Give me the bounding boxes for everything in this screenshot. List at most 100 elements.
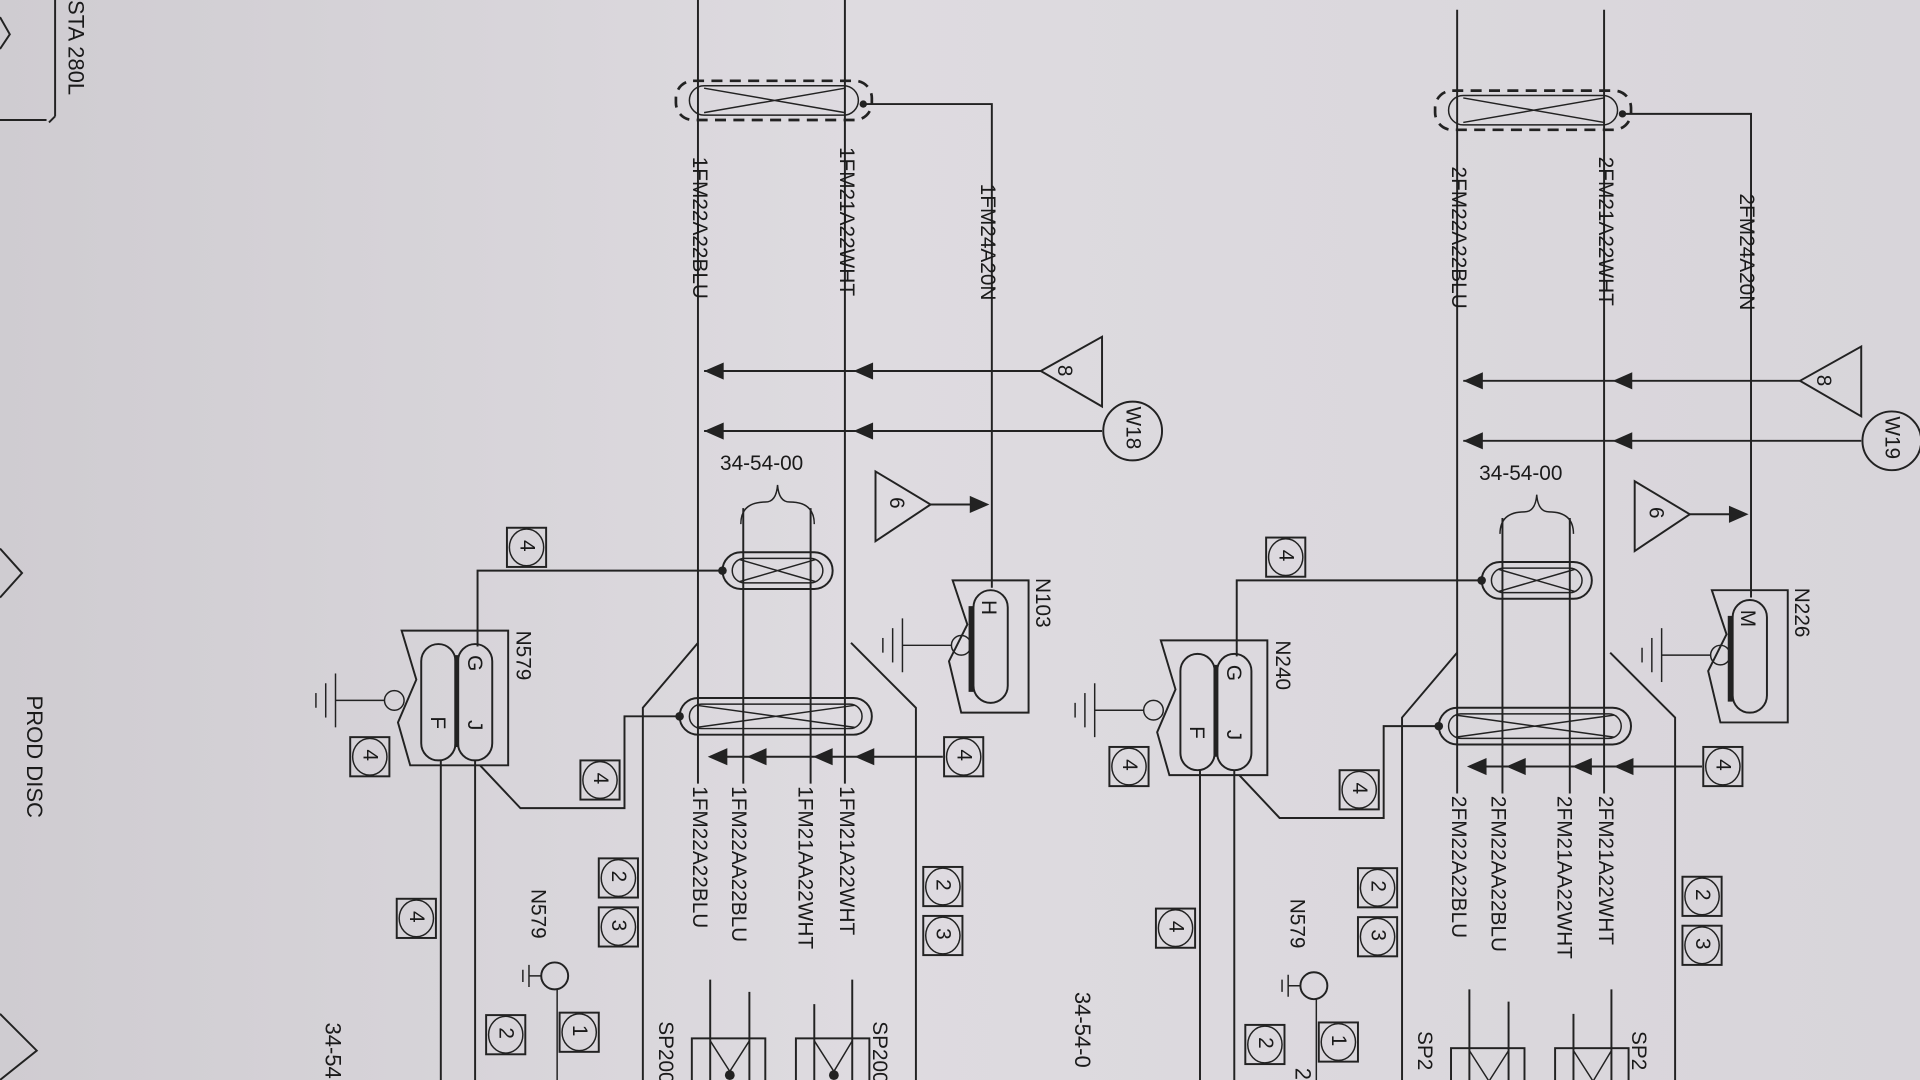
note-3: 3: [1356, 916, 1399, 958]
arrowhead: [704, 362, 724, 380]
note-4-text: 4: [405, 911, 428, 923]
note-4-text: 4: [953, 749, 976, 761]
note-2-text: 2: [495, 1027, 518, 1039]
pin-g: G: [463, 655, 486, 671]
bottom-shield: [1434, 706, 1633, 746]
pin-g: G: [1222, 665, 1245, 681]
note-2-text: 2: [1254, 1037, 1277, 1049]
splice-right-label: SP200: [868, 1021, 891, 1080]
splice-left: [1450, 1047, 1526, 1080]
circle-ref-text: W19: [1881, 416, 1904, 459]
note-4: 4: [395, 897, 437, 939]
arrowhead: [704, 422, 724, 440]
wire-label-bottom-2: 1FM21AA22WHT: [793, 786, 816, 949]
triangle-6-text: 6: [885, 497, 908, 509]
ground-stud-icon: [522, 961, 570, 1080]
circle-ref: W19: [1861, 410, 1920, 472]
note-3: 3: [597, 906, 639, 948]
wire-label-bottom-2: 2FM21AA22WHT: [1553, 796, 1576, 959]
connector-left-name: N579: [512, 631, 535, 681]
note-3-text: 3: [607, 920, 630, 932]
note-4-text: 4: [1275, 550, 1298, 562]
wire-bundle: [1401, 9, 1752, 1080]
note-2: 2: [485, 1014, 527, 1056]
wire-label-top-wht: 1FM21A22WHT: [835, 147, 858, 296]
ground-ref-label: N579: [1286, 899, 1309, 949]
note-4: 4: [1338, 769, 1380, 811]
circle-ref-text: W18: [1122, 407, 1145, 450]
prod-disc-label: PROD DISC: [22, 696, 47, 818]
note-4-text: 4: [1348, 782, 1371, 794]
wire-label-bottom-1: 1FM22AA22BLU: [727, 786, 750, 942]
note-3-text: 3: [932, 928, 955, 940]
connector-right: M N226: [1641, 588, 1813, 724]
splice-right-label: SP2: [1627, 1031, 1650, 1070]
note-2-text: 2: [1691, 889, 1714, 901]
note-2: 2: [1356, 867, 1399, 909]
note-4-text: 4: [359, 749, 382, 761]
pin-right: H: [977, 600, 1000, 615]
splice-left-label: SP200: [654, 1021, 677, 1080]
note-2-text: 2: [607, 871, 630, 883]
arrowhead: [746, 748, 767, 766]
arrowhead: [1613, 757, 1634, 776]
note-4: 4: [505, 526, 548, 568]
triangle-ref-6: 6: [874, 469, 990, 544]
wire-label-top-gnd: 2FM24A20N: [1735, 193, 1758, 310]
brace-ref-label: 34-54-00: [720, 452, 803, 475]
note-4-text: 4: [1118, 759, 1141, 771]
wire-label-top-wht: 2FM21A22WHT: [1594, 157, 1617, 306]
note-1-text: 1: [1327, 1035, 1350, 1047]
note-2-text: 2: [1366, 880, 1389, 892]
note-3-text: 3: [1691, 938, 1714, 950]
ground-ref-label: N579: [526, 889, 549, 939]
note-1: 1: [1317, 1021, 1359, 1063]
triangle-6-text: 6: [1644, 507, 1667, 519]
arrowhead: [707, 748, 728, 766]
connector-left: G J F N579: [315, 629, 535, 767]
pin-right: M: [1736, 610, 1759, 627]
connector-left-name: N240: [1271, 640, 1294, 690]
sta-label: STA 280L: [64, 0, 89, 95]
arrowhead: [853, 362, 874, 380]
pin-f: F: [1185, 726, 1208, 739]
note-4: 4: [1265, 536, 1307, 578]
arrowhead: [1572, 757, 1592, 776]
ground-icon: [315, 673, 385, 728]
connector-right: H N103: [882, 578, 1054, 714]
note-1-text: 1: [568, 1025, 591, 1037]
bottom-shield: [675, 696, 873, 736]
note-3: 3: [922, 914, 964, 957]
wire-label-bottom-0: 2FM22A22BLU: [1447, 796, 1470, 938]
splice-left: [690, 1037, 767, 1080]
splice-left-label: SP2: [1413, 1031, 1436, 1070]
wire-label-bottom-0: 1FM22A22BLU: [688, 786, 711, 928]
brace-icon: [1499, 494, 1575, 534]
note-4: 4: [349, 736, 391, 778]
top-shield: [1433, 89, 1633, 132]
triangle-8-text: 8: [1053, 365, 1076, 377]
mid-shield: [718, 551, 834, 590]
ground-icon: [1074, 683, 1144, 738]
mid-shield: [1477, 561, 1593, 600]
note-4: 4: [1154, 907, 1197, 949]
arrowhead: [853, 422, 874, 440]
triangle-ref-8: 8: [1038, 335, 1104, 409]
page-ref: 34-54: [321, 1022, 346, 1078]
note-2-text: 2: [932, 879, 955, 891]
ground-icon: [882, 618, 952, 673]
triangle-ref-8: 8: [1798, 344, 1863, 419]
arrowhead: [1506, 757, 1526, 776]
note-2: 2: [922, 865, 964, 908]
arrowhead: [854, 748, 875, 766]
triangle-ref-6: 6: [1633, 479, 1749, 553]
note-4: 4: [943, 736, 985, 778]
note-2: 2: [597, 857, 639, 899]
arrowhead: [813, 748, 833, 766]
page-ref-mid: 34-54-0: [1070, 992, 1095, 1068]
pin-j: J: [463, 720, 486, 730]
wire-label-top-blu: 2FM22A22BLU: [1447, 167, 1470, 309]
note-3-text: 3: [1366, 929, 1389, 941]
